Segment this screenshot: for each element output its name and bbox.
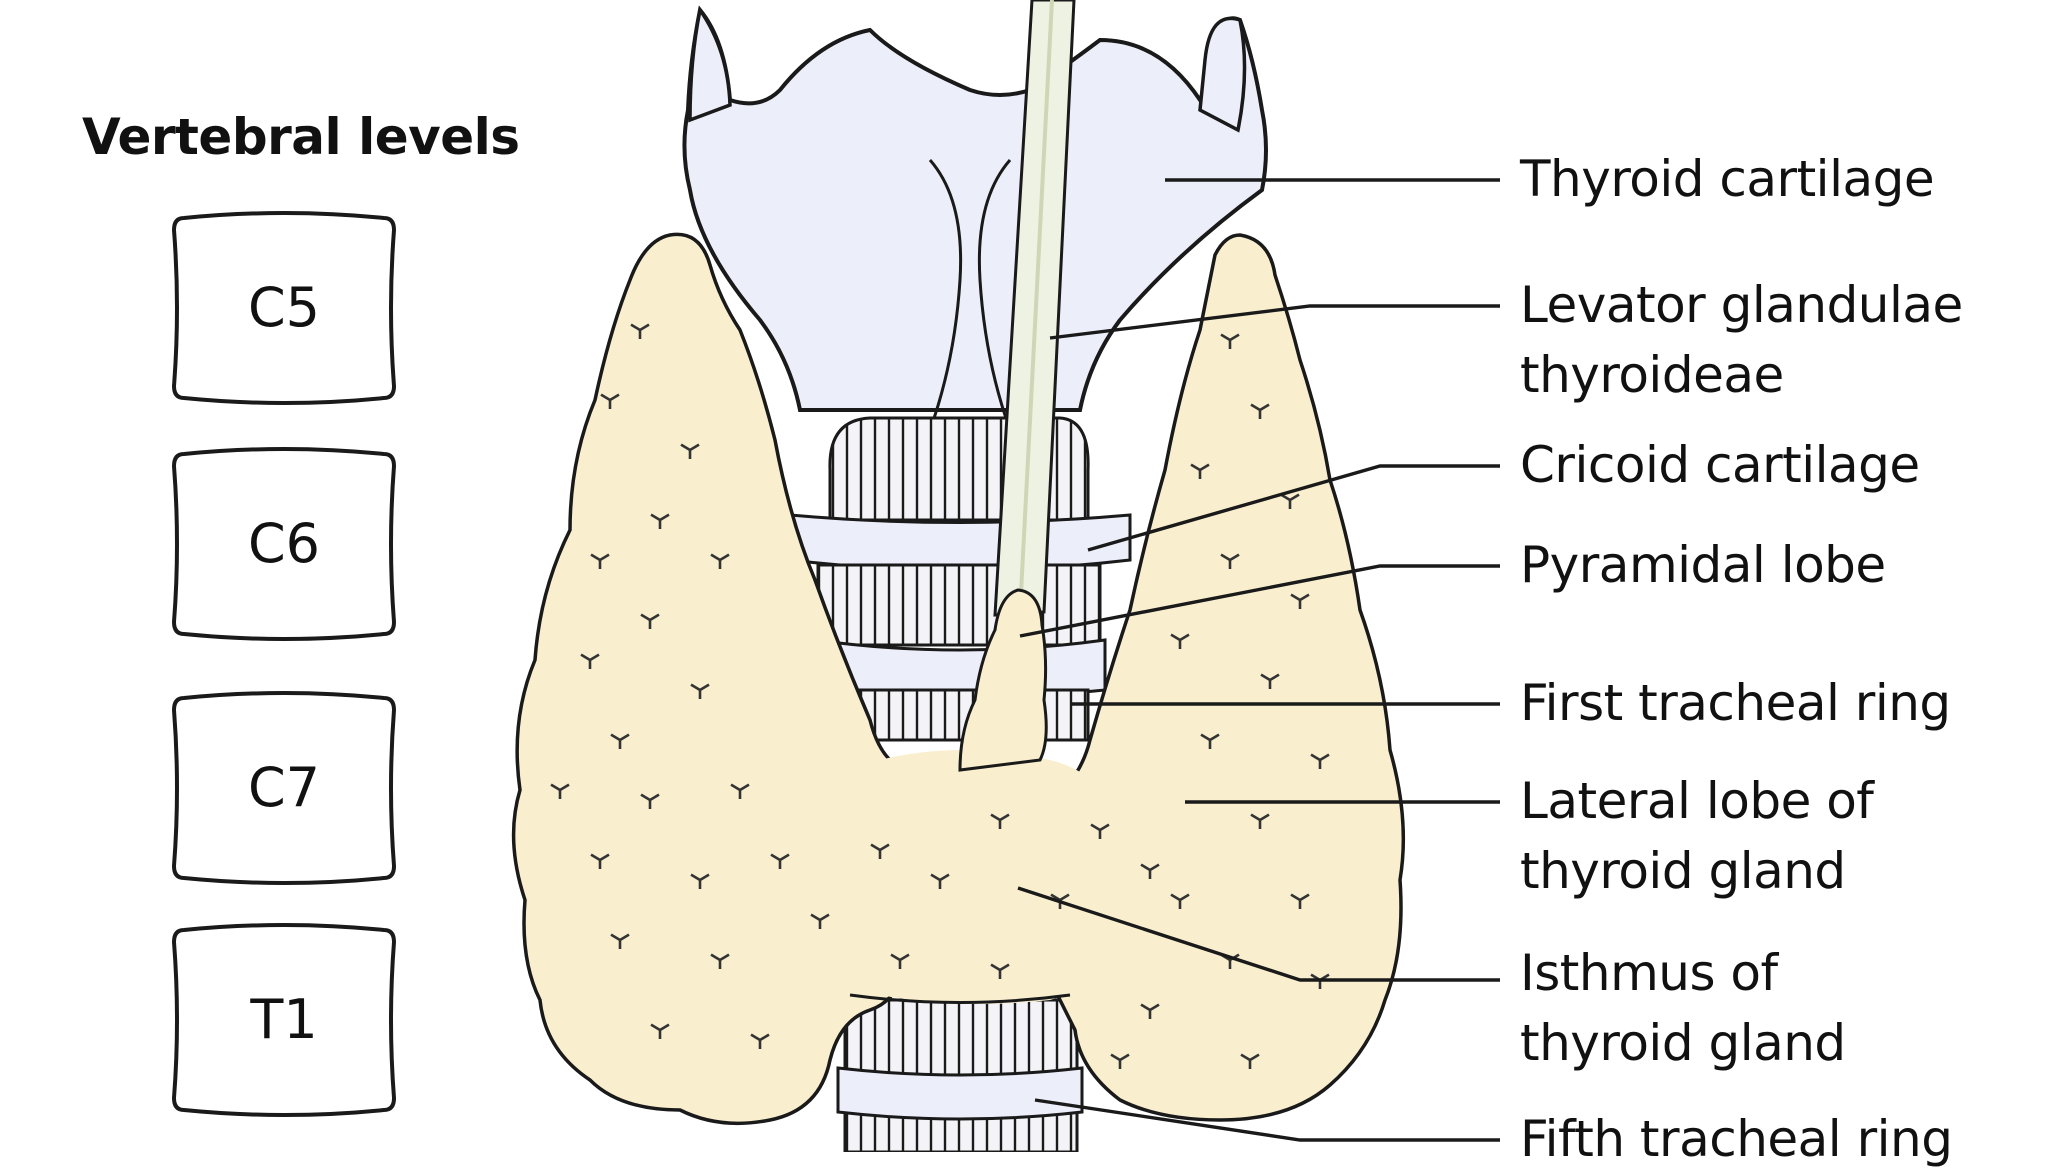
superior-horn-right <box>1198 16 1247 133</box>
gland-texture-mark <box>1290 893 1310 909</box>
gland-texture-mark <box>550 783 570 799</box>
vertebra-t1: T1 <box>166 922 402 1118</box>
gland-texture-mark <box>1220 333 1240 349</box>
gland-texture-mark <box>1140 1003 1160 1019</box>
gland-texture-mark <box>810 913 830 929</box>
vertebra-label: C6 <box>247 512 321 575</box>
gland-texture-mark <box>630 323 650 339</box>
leader-isthmus <box>1017 886 1500 982</box>
vertebra-label: T1 <box>250 988 318 1051</box>
gland-texture-mark <box>1090 823 1110 839</box>
vertebra-c7: C7 <box>166 690 402 886</box>
gland-texture-mark <box>590 853 610 869</box>
gland-texture-mark <box>730 783 750 799</box>
vertebra-c6: C6 <box>166 446 402 642</box>
leader-fifth-tracheal-ring <box>1034 1098 1500 1142</box>
gland-texture-mark <box>1240 1053 1260 1069</box>
gland-texture-mark <box>610 733 630 749</box>
gland-texture-mark <box>580 653 600 669</box>
cartilage-curve-right <box>977 159 1012 431</box>
trachea-upper <box>816 563 1102 647</box>
label-levator-line1: Levator glandulae <box>1520 276 1963 334</box>
cricoid-band-shape <box>788 513 1132 572</box>
gland-texture-mark <box>590 553 610 569</box>
gland-texture-mark <box>870 843 890 859</box>
gland-texture <box>550 323 1330 1069</box>
gland-texture-mark <box>650 1023 670 1039</box>
thyroid-gland <box>511 232 1406 1126</box>
cartilage-curve-left <box>928 159 963 431</box>
label-pyramidal-lobe: Pyramidal lobe <box>1520 536 1886 594</box>
leader-cricoid <box>1087 464 1500 552</box>
gland-texture-mark <box>640 793 660 809</box>
gland-texture-mark <box>1170 633 1190 649</box>
label-lateral-lobe-line1: Lateral lobe of <box>1520 772 1874 830</box>
trachea-lower <box>836 998 1084 1152</box>
right-lobe-shape <box>1048 233 1406 1122</box>
fifth-tracheal-ring-shape <box>836 1066 1084 1121</box>
label-isthmus-line1: Isthmus of <box>1520 944 1778 1002</box>
vertebral-levels-heading: Vertebral levels <box>82 108 520 166</box>
label-fifth-tracheal-ring: Fifth tracheal ring <box>1520 1110 1953 1168</box>
leader-lines <box>1017 178 1500 1142</box>
label-cricoid-cartilage: Cricoid cartilage <box>1520 436 1920 494</box>
gland-texture-mark <box>770 853 790 869</box>
gland-texture-mark <box>1250 403 1270 419</box>
gland-texture-mark <box>600 393 620 409</box>
gland-texture-mark <box>680 443 700 459</box>
label-lateral-lobe-line2: thyroid gland <box>1520 842 1846 900</box>
leader-levator <box>1049 304 1500 340</box>
gland-texture-mark <box>1250 813 1270 829</box>
isthmus-shape <box>850 750 1110 1004</box>
superior-horn-left <box>688 5 732 123</box>
left-lobe-shape <box>511 232 922 1126</box>
label-first-tracheal-ring: First tracheal ring <box>1520 674 1951 732</box>
gland-texture-mark <box>710 553 730 569</box>
leader-pyramidal <box>1019 564 1500 638</box>
gland-texture-mark <box>1200 733 1220 749</box>
label-thyroid-cartilage: Thyroid cartilage <box>1520 150 1935 208</box>
thyroid-cartilage-shape <box>682 5 1268 412</box>
gland-texture-mark <box>930 873 950 889</box>
gland-texture-mark <box>1170 893 1190 909</box>
gland-texture-mark <box>610 933 630 949</box>
gland-texture-mark <box>890 953 910 969</box>
gland-texture-mark <box>640 613 660 629</box>
label-levator-line2: thyroideae <box>1520 346 1784 404</box>
gland-texture-mark <box>1110 1053 1130 1069</box>
vertebra-label: C7 <box>247 756 321 819</box>
vertebra-c5: C5 <box>166 210 402 406</box>
label-isthmus-line2: thyroid gland <box>1520 1014 1846 1072</box>
gland-texture-mark <box>990 813 1010 829</box>
gland-texture-mark <box>1190 463 1210 479</box>
gland-texture-mark <box>710 953 730 969</box>
gland-texture-mark <box>1260 673 1280 689</box>
gland-texture-mark <box>1290 593 1310 609</box>
gland-texture-mark <box>750 1033 770 1049</box>
gland-texture-mark <box>1140 863 1160 879</box>
vertebra-label: C5 <box>247 276 321 339</box>
gland-texture-mark <box>690 873 710 889</box>
gland-texture-mark <box>650 513 670 529</box>
gland-texture-mark <box>690 683 710 699</box>
gland-texture-mark <box>990 963 1010 979</box>
gland-texture-mark <box>1310 753 1330 769</box>
gland-texture-mark <box>1220 553 1240 569</box>
